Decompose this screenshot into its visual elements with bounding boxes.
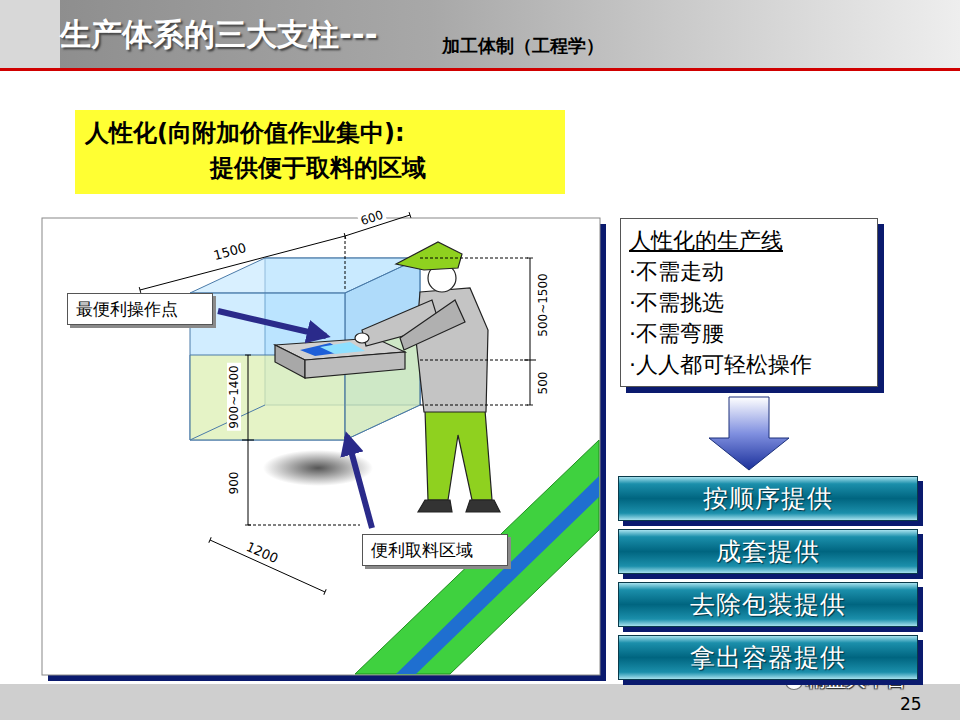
list-box: 人性化的生产线·不需走动·不需挑选·不需弯腰·人人都可轻松操作 [620, 218, 878, 387]
box-text: 最便利操作点 [76, 297, 178, 321]
heading-subtext: 提供便于取料的区域 [210, 151, 426, 186]
list-item: ·不需弯腰 [629, 318, 724, 349]
list-item: ·不需走动 [629, 256, 724, 287]
heading-box: 人性化(向附加价值作业集中):提供便于取料的区域 [75, 110, 565, 194]
dimension: 900~1400 [227, 363, 241, 431]
list-item: ·人人都可轻松操作 [629, 349, 812, 380]
supply-button: 去除包装提供 [618, 582, 918, 627]
box-text: 成套提供 [716, 535, 820, 568]
illustration-panel [42, 218, 600, 675]
dimension: 600 [357, 207, 387, 229]
box-text: 去除包装提供 [690, 588, 846, 621]
flow-arrow [709, 397, 789, 470]
header-bar [0, 0, 960, 68]
dimension: 1500 [210, 240, 249, 263]
walkway-stripe [396, 476, 599, 674]
callout-box: 便利取料区域 [362, 534, 508, 566]
heading-text: 人性化(向附加价值作业集中): [85, 116, 405, 151]
worker [355, 242, 500, 512]
parts-tray [275, 338, 405, 378]
dimension: 900 [227, 470, 241, 497]
header-rule [0, 68, 960, 71]
callout-arrow [218, 311, 326, 336]
supply-button: 按顺序提供 [618, 476, 918, 521]
callout-arrow [347, 436, 372, 528]
supply-button: 拿出容器提供 [618, 635, 918, 680]
subtitle: 加工体制（工程学） [442, 34, 604, 58]
page-title: 生产体系的三大支柱--- [60, 14, 378, 56]
box-text: 拿出容器提供 [690, 641, 846, 674]
page-number: 25 [900, 694, 922, 714]
list-item: ·不需挑选 [629, 287, 724, 318]
dimension: 500~1500 [536, 271, 550, 339]
dimension: 1200 [242, 539, 282, 567]
dimension-lines [140, 215, 536, 592]
dimension: 500 [536, 370, 550, 397]
callout-box: 最便利操作点 [67, 293, 213, 325]
list-heading: 人性化的生产线 [629, 225, 783, 256]
box-text: 按顺序提供 [703, 482, 833, 515]
header-block [0, 0, 60, 68]
box-text: 便利取料区域 [371, 538, 473, 562]
reach-box [190, 258, 420, 440]
supply-button: 成套提供 [618, 529, 918, 574]
